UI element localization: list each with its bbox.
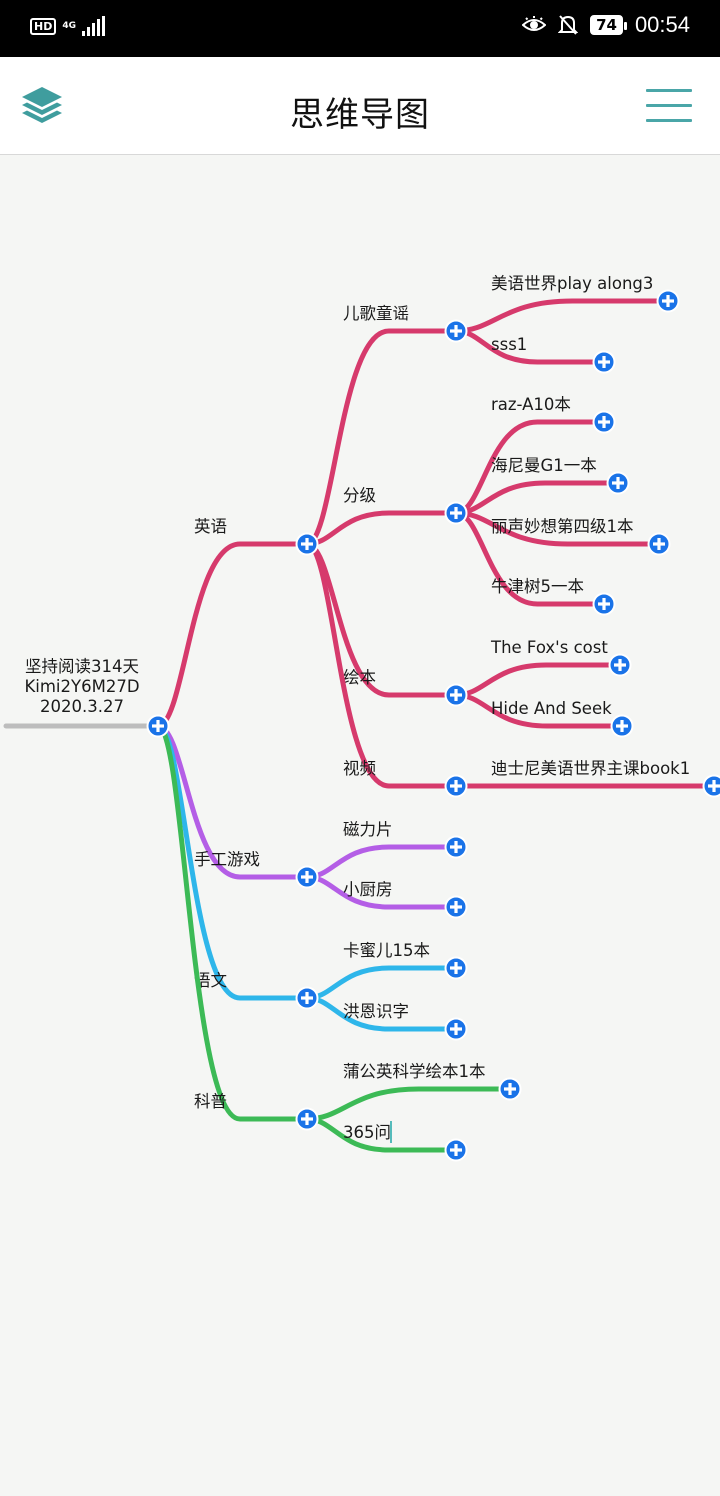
leaf-label: 美语世界play along3 <box>491 274 653 293</box>
expand-button[interactable] <box>444 895 468 919</box>
menu-icon[interactable] <box>646 89 692 123</box>
expand-button[interactable] <box>295 986 319 1010</box>
status-bar: HD 4G 74 00:54 <box>0 0 720 57</box>
leaf-label: 365问 <box>343 1123 391 1142</box>
expand-button[interactable] <box>606 471 630 495</box>
expand-button[interactable] <box>444 1138 468 1162</box>
branch-label: 手工游戏 <box>194 850 260 869</box>
leaf-label: 迪士尼美语世界主课book1 <box>491 759 690 778</box>
leaf-connector <box>453 328 607 365</box>
expand-button[interactable] <box>702 774 720 798</box>
expand-button[interactable] <box>592 592 616 616</box>
leaf-label: 牛津树5一本 <box>491 577 584 596</box>
leaf-label: Hide And Seek <box>491 699 612 718</box>
text-cursor <box>390 1121 392 1143</box>
expand-button[interactable] <box>444 319 468 343</box>
leaf-connector <box>453 662 623 698</box>
subbranch-label: 分级 <box>343 486 376 505</box>
branch-label: 语文 <box>194 971 227 990</box>
expand-button[interactable] <box>608 653 632 677</box>
expand-button[interactable] <box>444 774 468 798</box>
expand-button[interactable] <box>295 1107 319 1131</box>
root-node-line: 坚持阅读314天 <box>25 657 139 676</box>
layers-icon[interactable] <box>18 83 66 127</box>
expand-button[interactable] <box>592 350 616 374</box>
leaf-connector <box>453 298 671 334</box>
branch-label: 英语 <box>194 517 227 536</box>
expand-button[interactable] <box>656 289 680 313</box>
leaf-label: 磁力片 <box>343 820 393 839</box>
leaf-label: raz-A10本 <box>491 395 571 414</box>
expand-button[interactable] <box>295 532 319 556</box>
subbranch-label: 儿歌童谣 <box>343 304 409 323</box>
leaf-label: 丽声妙想第四级1本 <box>491 517 634 536</box>
hd-badge: HD <box>30 17 57 35</box>
leaf-label: 卡蜜儿15本 <box>343 941 430 960</box>
app-bar: 思维导图 <box>0 57 720 155</box>
root-node-line: 2020.3.27 <box>40 697 124 716</box>
expand-button[interactable] <box>444 835 468 859</box>
leaf-label: 海尼曼G1一本 <box>491 456 597 475</box>
expand-button[interactable] <box>444 1017 468 1041</box>
subbranch-label: 视频 <box>343 759 376 778</box>
expand-button[interactable] <box>444 683 468 707</box>
signal-icon <box>82 16 105 36</box>
expand-button[interactable] <box>647 532 671 556</box>
expand-button[interactable] <box>444 956 468 980</box>
leaf-label: 蒲公英科学绘本1本 <box>343 1062 486 1081</box>
mute-bell-icon <box>558 15 579 35</box>
leaf-connector <box>304 1086 513 1122</box>
leaf-label: 洪恩识字 <box>343 1002 409 1021</box>
leaf-label: The Fox's cost <box>490 638 608 657</box>
page-title: 思维导图 <box>290 95 430 135</box>
branch-connector <box>155 541 310 729</box>
branch-label: 科普 <box>194 1092 227 1111</box>
subbranch-connector <box>304 541 459 789</box>
leaf-connector <box>304 965 459 1001</box>
status-right: 74 00:54 <box>522 12 690 38</box>
expand-button[interactable] <box>444 501 468 525</box>
root-expand-button[interactable] <box>146 714 170 738</box>
leaf-connector <box>453 510 662 547</box>
subbranch-connector <box>304 328 459 547</box>
leaf-connector <box>304 844 459 880</box>
root-node-line: Kimi2Y6M27D <box>24 677 139 696</box>
status-time: 00:54 <box>634 12 690 37</box>
branch-connector <box>155 723 310 1122</box>
subbranch-label: 绘本 <box>343 668 376 687</box>
leaf-label: sss1 <box>491 335 527 354</box>
network-type: 4G <box>62 20 76 31</box>
expand-button[interactable] <box>295 865 319 889</box>
expand-button[interactable] <box>498 1077 522 1101</box>
status-left: HD 4G <box>30 16 105 36</box>
subbranch-connector <box>304 510 459 547</box>
expand-button[interactable] <box>610 714 634 738</box>
leaf-label: 小厨房 <box>343 880 393 899</box>
expand-button[interactable] <box>592 410 616 434</box>
eye-comfort-icon <box>522 16 547 31</box>
battery-indicator: 74 <box>590 15 627 35</box>
